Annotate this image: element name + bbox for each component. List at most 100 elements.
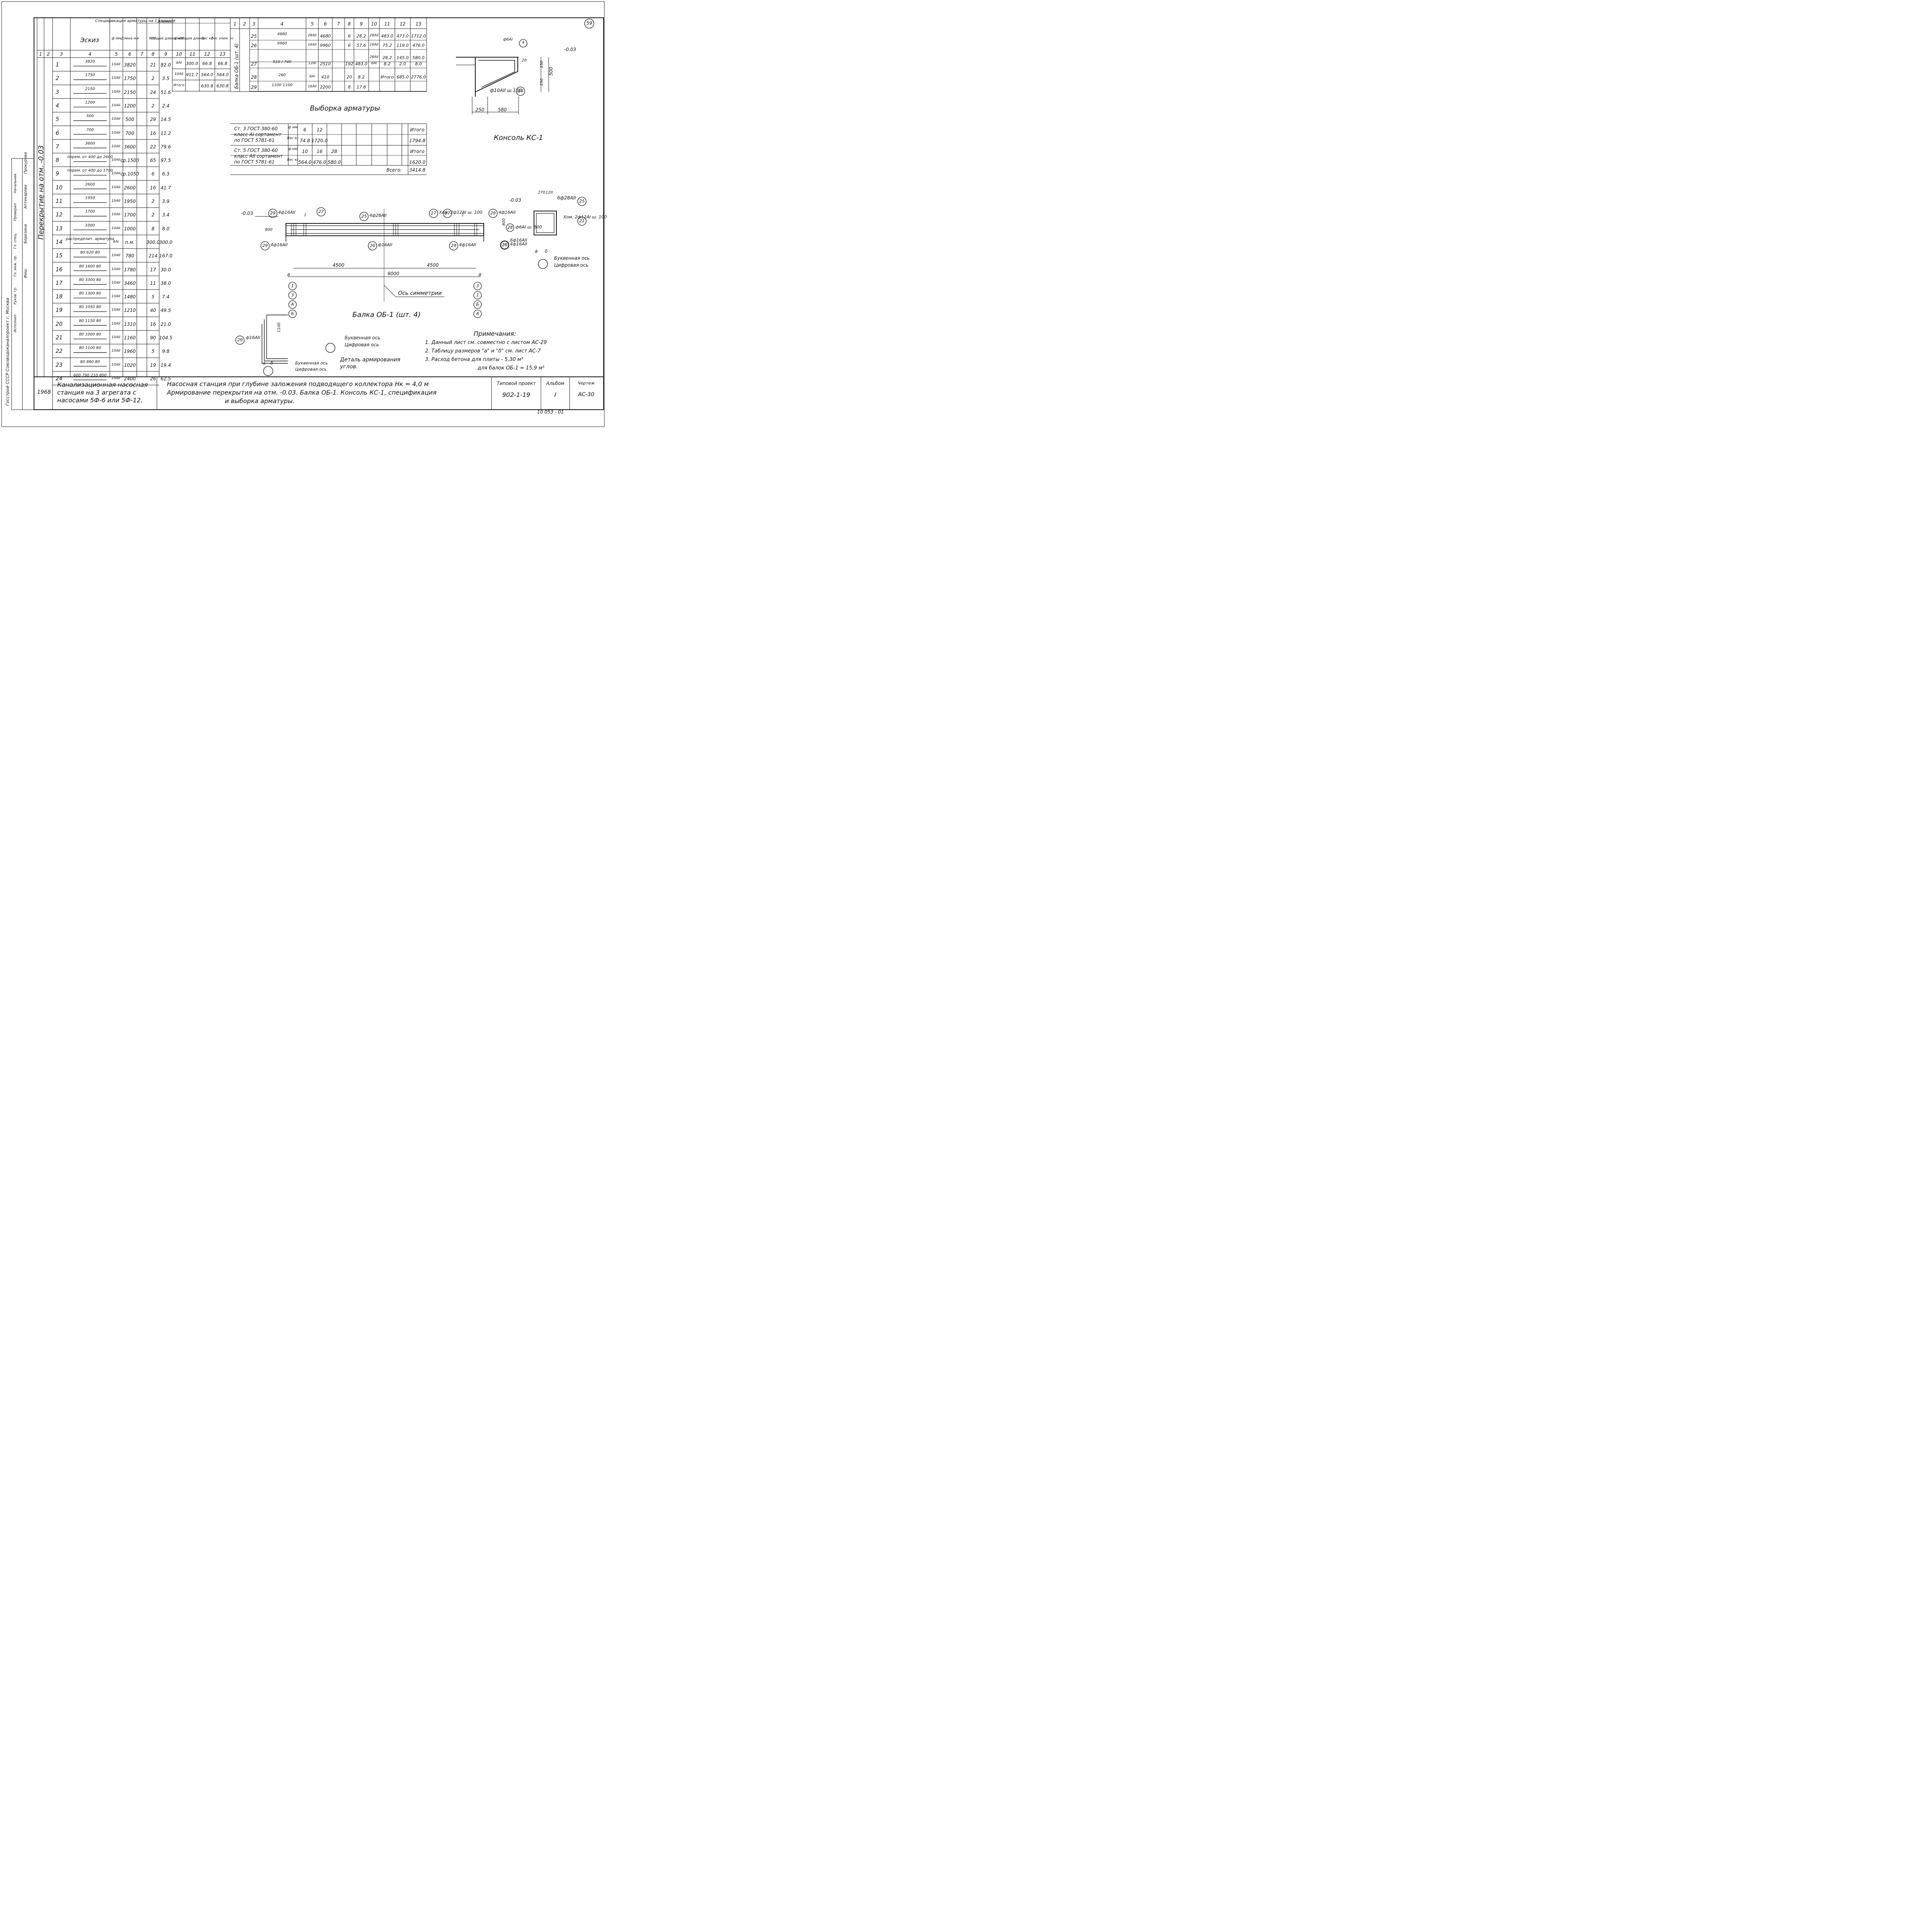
beam-row-sketch: 510 / 740 xyxy=(273,60,291,64)
section-bottom-pos: 26 xyxy=(502,242,507,247)
spec-header-weight-total: Вес элем. кг xyxy=(211,37,234,41)
spec-row-length: 1480 xyxy=(124,294,136,300)
beam-col-number: 10 xyxy=(371,21,377,27)
spec-row-number: 7 xyxy=(56,143,59,150)
beam-row-count: 8 xyxy=(348,85,351,90)
stamp-role: Гл. спец. xyxy=(14,233,17,249)
selection-desc: Ст. 3 ГОСТ 380-60 класс АI сортамент по … xyxy=(234,126,282,143)
spec-row-number: 19 xyxy=(56,307,63,314)
spec-steel-weight-total: 564.0 xyxy=(216,72,229,77)
beam-row-c10: 16AII xyxy=(369,43,379,47)
corner-d: δ xyxy=(270,361,273,366)
stamp-bottom-code: 10 053 - 01 xyxy=(537,409,564,415)
spec-col-number: 13 xyxy=(219,51,226,57)
spec-row-sketch: 3600 xyxy=(85,141,95,146)
selection-itogo-label: Итого xyxy=(410,149,425,154)
console-outline xyxy=(475,57,518,97)
spec-row-number: 17 xyxy=(56,280,63,286)
section-bottom-pos-circle xyxy=(500,241,509,249)
spec-header-length: Длина мм xyxy=(121,37,139,41)
spec-row-class: 10AII xyxy=(111,308,121,312)
spec-row-sketch: 2600 xyxy=(85,182,95,187)
beam-axis-id: 3 xyxy=(291,293,294,298)
beam-axis-circle xyxy=(473,291,482,300)
beam-callout-pos: 26 xyxy=(370,243,375,248)
beam-row-total: 8.2 xyxy=(358,75,365,80)
spec-row-length: 1210 xyxy=(124,308,136,313)
spec-row-sketch: 500 xyxy=(86,114,94,119)
corner-title: Деталь армирования углов. xyxy=(340,357,401,370)
spec-row-length: 1700 xyxy=(124,212,136,218)
spec-row-class: 10AII xyxy=(111,363,121,367)
beam-axis-id: А xyxy=(291,302,294,307)
spec-row-sketch: 600 790 210 800 xyxy=(73,373,107,378)
spec-row-class: 10AII xyxy=(111,144,121,148)
spec-row-count: 2 xyxy=(151,199,155,204)
beam-row-number: 25 xyxy=(251,34,257,39)
spec-row-length: 1310 xyxy=(124,321,136,327)
spec-row-count: 2 xyxy=(151,76,155,82)
spec-row-number: 21 xyxy=(56,335,63,341)
beam-callout-text: 4ф16АII xyxy=(498,210,516,215)
selection-itogo-value: 1794.8 xyxy=(409,138,425,143)
spec-row-number: 9 xyxy=(56,171,59,177)
spec-row-total: 49.5 xyxy=(160,308,171,313)
beam-row-total: 17.6 xyxy=(356,85,366,90)
spec-row-class: 10AII xyxy=(111,322,121,326)
spec-row-count: 16 xyxy=(150,185,156,191)
spec-steel-weight: 564.0 xyxy=(201,72,213,77)
spec-col-number: 12 xyxy=(204,51,210,57)
beam-row-count: 20 xyxy=(347,75,352,80)
section-outline xyxy=(534,211,557,235)
section-bottom-label: 6ф16АII xyxy=(510,238,527,243)
beam-row-length: 410 xyxy=(321,75,330,80)
spec-row-count: 16 xyxy=(150,130,156,136)
spec-row-sketch: перем. от 400 до 1700 xyxy=(67,169,113,173)
spec-row-count: 16 xyxy=(150,321,156,327)
spec-row-count: 6 xyxy=(151,171,155,177)
spec-row-class: 10AII xyxy=(111,158,121,162)
corner-pos-circle xyxy=(235,335,245,345)
beam-span: 4500 xyxy=(427,262,439,268)
beam-col-number: 13 xyxy=(415,21,422,27)
spec-row-length: ср.1050 xyxy=(120,171,139,177)
beam-callout-text: 4ф16АII xyxy=(510,242,527,247)
beam-row-total: 483.0 xyxy=(355,61,367,66)
beam-row-c10: 28AII xyxy=(369,55,379,59)
beam-callout-circle xyxy=(368,241,377,250)
beam-col-number: 9 xyxy=(360,21,363,27)
spec-row-count: 24 xyxy=(150,89,156,95)
beam-section-mark: I xyxy=(304,212,306,218)
selection-weight-value: 74.8 xyxy=(299,138,310,143)
spec-col-number: 9 xyxy=(164,51,167,57)
notes-item: 3. Расход бетона для плиты - 5,30 м³ xyxy=(425,357,523,363)
section-stirrup xyxy=(536,213,554,233)
spec-row-length: 780 xyxy=(125,253,134,259)
stamp-year: 1968 xyxy=(37,389,51,395)
sheet-number-circle xyxy=(584,19,594,29)
spec-col-number: 11 xyxy=(189,51,196,57)
stamp-name: Прокурова xyxy=(24,152,28,174)
beam-row-count: 6 xyxy=(348,43,351,48)
spec-row-total: 104.5 xyxy=(159,335,173,340)
spec-row-total: 7.4 xyxy=(162,294,170,300)
beam-row-count: 192 xyxy=(345,61,354,66)
beam-row-c11: 483.0 xyxy=(381,34,393,39)
spec-row-class: 10AII xyxy=(111,185,121,189)
spec-row-class: 10AII xyxy=(111,349,121,353)
spec-steel-weight-total: 630.8 xyxy=(216,83,229,89)
spec-row-count: 17 xyxy=(150,267,156,272)
section-middle-pos: 28 xyxy=(507,225,513,230)
spec-row-number: 14 xyxy=(56,239,63,245)
console-dim: 250 xyxy=(540,78,544,86)
selection-weight-value: 564.0 xyxy=(298,160,312,165)
notes-item: 1. Данный лист см. совместно с листом АС… xyxy=(425,340,547,346)
spec-row-number: 10 xyxy=(56,184,63,191)
section-stirrup-pos-circle xyxy=(577,216,587,226)
beam-callout-pos: 27 xyxy=(431,211,436,216)
beam-row-class: 28AII xyxy=(308,34,317,37)
spec-row-total: 41.7 xyxy=(160,185,171,191)
beam-callout-circle xyxy=(359,212,369,221)
spec-row-length: 700 xyxy=(125,130,134,136)
